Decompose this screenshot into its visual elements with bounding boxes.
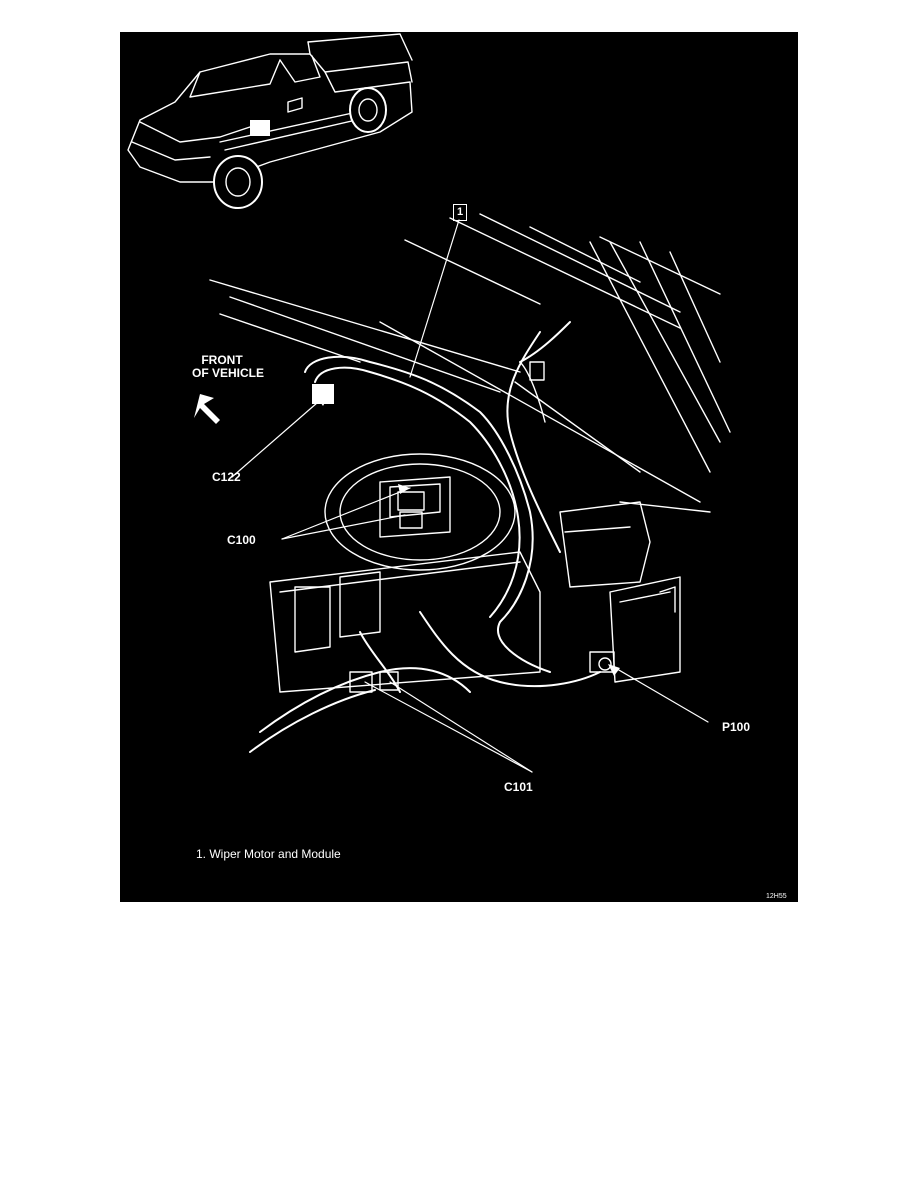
connector-label-c100: C100 [227,533,256,547]
front-label-line2: OF VEHICLE [192,366,265,380]
front-of-vehicle-label: FRONT OF VEHICLE [192,353,265,380]
wire-harness [249,321,601,753]
truck-locator-illustration [127,33,413,209]
connector-label-c122: C122 [212,470,241,484]
body-panel-lines [209,213,731,513]
callout-1: 1 [453,204,467,221]
connector-label-p100: P100 [722,720,751,734]
wiring-diagram-figure: 1 FRONT OF VEHICLE C122 C100 P100 C101 1… [120,32,798,902]
diagram-artwork [127,33,731,773]
engine-components [269,453,681,693]
connectors [312,361,615,693]
legend-item-1: 1. Wiper Motor and Module [196,847,341,861]
figure-code: 12H55 [766,893,787,900]
front-direction-arrow-icon [194,394,220,424]
connector-label-c101: C101 [504,780,533,794]
front-label-line1: FRONT [201,353,243,367]
arrowheads [316,394,620,676]
leader-lines [231,219,709,773]
